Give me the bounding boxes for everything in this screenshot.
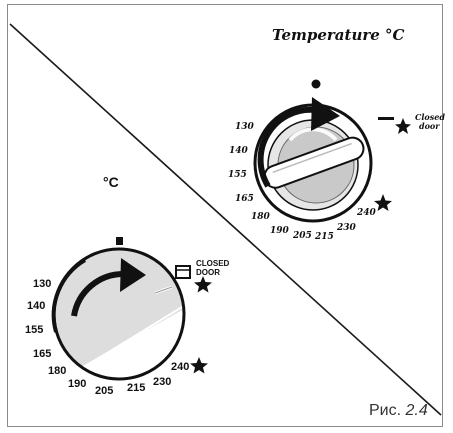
bottom-dial-indicator (116, 237, 123, 245)
bottom-scale-140: 140 (27, 300, 45, 312)
bottom-door-star-icon (194, 276, 212, 293)
bottom-scale-165: 165 (33, 348, 51, 360)
bottom-arrow-head (120, 258, 146, 292)
bottom-star-icon (190, 357, 208, 374)
bottom-rotation-arrow (71, 270, 125, 317)
figure-frame (7, 4, 443, 427)
top-star-icon (374, 194, 392, 211)
caption-number: 2.4 (405, 402, 428, 419)
top-oven-knob[interactable] (253, 97, 373, 223)
top-scale-165: 165 (235, 194, 254, 204)
top-scale-240: 240 (356, 208, 377, 218)
top-dial-indicator-dot (311, 79, 321, 89)
bottom-scale-230: 230 (153, 376, 171, 388)
top-rotation-arrow (257, 106, 316, 188)
temperature-title: Temperature °C (272, 26, 405, 44)
top-closed-door-label: Closed door (415, 112, 448, 131)
bottom-closed-label: CLOSED (196, 259, 230, 268)
bottom-scale-155: 155 (25, 324, 43, 336)
bottom-scale-190: 190 (68, 378, 86, 390)
bottom-scale-215: 215 (127, 382, 145, 394)
bottom-door-icon (175, 265, 191, 279)
top-scale-130: 130 (235, 122, 255, 132)
bottom-scale-205: 205 (95, 385, 113, 397)
top-scale-230: 230 (336, 223, 357, 233)
figure-caption: Рис. 2.4 (369, 402, 428, 420)
bottom-scale-180: 180 (48, 365, 66, 377)
bottom-scale-130: 130 (33, 278, 51, 290)
caption-prefix: Рис. (369, 402, 402, 419)
top-closed-door-marker: Closed door (378, 112, 448, 134)
top-scale-205: 205 (292, 231, 312, 241)
top-scale-215: 215 (314, 232, 334, 242)
bottom-closed-door-marker: CLOSED DOOR (175, 259, 230, 293)
bottom-scale-240: 240 (171, 361, 189, 373)
diagonal-divider (9, 23, 442, 416)
top-arrow-head (311, 97, 340, 131)
top-scale-180: 180 (251, 212, 271, 222)
top-scale-190: 190 (270, 226, 290, 236)
top-door-star-icon (395, 118, 411, 134)
top-scale-140: 140 (229, 146, 249, 156)
top-door-icon (378, 117, 394, 120)
bottom-door-label: DOOR (196, 268, 220, 277)
top-scale-155: 155 (228, 170, 247, 180)
celsius-symbol: °C (103, 174, 119, 190)
